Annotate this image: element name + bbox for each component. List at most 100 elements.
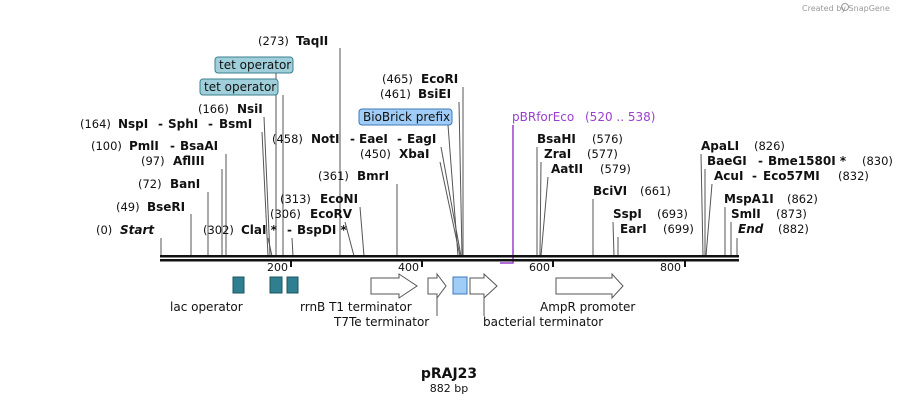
tet-operator-tag-2[interactable]: tet operator (199, 78, 279, 96)
svg-text:(313): (313) (280, 192, 311, 206)
svg-text:AatII: AatII (551, 162, 583, 176)
svg-text:bacterial terminator: bacterial terminator (483, 315, 603, 329)
site-label-acui[interactable]: AcuI - Eco57MI (832) (714, 169, 869, 183)
svg-text:EarI: EarI (620, 222, 647, 236)
site-label-aatii[interactable]: AatII (579) (551, 162, 631, 176)
snapgene-logo-icon (841, 3, 849, 11)
svg-text:tet operator: tet operator (204, 80, 276, 94)
svg-text:EcoNI: EcoNI (320, 192, 358, 206)
svg-text:Eco57MI: Eco57MI (763, 169, 820, 183)
svg-text:PmlI: PmlI (129, 139, 159, 153)
svg-text:BsaAI: BsaAI (180, 139, 218, 153)
site-label-clai[interactable]: (302) ClaI * - BspDI * (203, 223, 347, 237)
svg-text:NsiI: NsiI (237, 102, 263, 116)
svg-text:BciVI: BciVI (593, 184, 627, 198)
site-label-afliii[interactable]: (97) AflIII (141, 154, 205, 168)
feature-rrnb-t1-terminator[interactable]: rrnB T1 terminator (300, 273, 418, 314)
svg-text:(576): (576) (592, 132, 623, 146)
site-label-smli[interactable]: SmlI (873) (731, 207, 807, 221)
feature-biobrick-prefix[interactable] (452, 276, 468, 295)
svg-text:(693): (693) (657, 207, 688, 221)
site-label-baegi[interactable]: BaeGI - Bme1580I * (830) (707, 154, 893, 168)
site-label-bcivi[interactable]: BciVI (661) (593, 184, 671, 198)
site-label-zrai[interactable]: ZraI (577) (544, 147, 618, 161)
svg-text:-: - (350, 132, 355, 146)
feature-lac-operator[interactable]: lac operator (170, 276, 245, 314)
site-label-ecori[interactable]: (465) EcoRI (382, 72, 458, 86)
svg-text:Start: Start (120, 223, 155, 237)
svg-text:ApaLI: ApaLI (701, 139, 739, 153)
site-label-mspa1i[interactable]: MspA1I (862) (724, 192, 818, 206)
svg-text:(100): (100) (91, 139, 122, 153)
site-label-bsiei[interactable]: (461) BsiEI (380, 87, 451, 101)
svg-text:ClaI *: ClaI * (241, 223, 278, 237)
site-label-sspi[interactable]: SspI (693) (613, 207, 688, 221)
svg-text:(97): (97) (141, 154, 165, 168)
svg-text:(699): (699) (663, 222, 694, 236)
svg-text:TaqII: TaqII (296, 34, 328, 48)
svg-text:(273): (273) (258, 34, 289, 48)
svg-text:(465): (465) (382, 72, 413, 86)
svg-text:tet operator: tet operator (219, 58, 291, 72)
site-label-noti[interactable]: (458) NotI - EaeI - EagI (272, 132, 436, 146)
site-label-xbai[interactable]: (450) XbaI (360, 147, 429, 161)
feature-tet-operator-2[interactable] (286, 276, 299, 294)
tet-operator-tag-1[interactable]: tet operator (214, 56, 294, 74)
site-label-apali[interactable]: ApaLI (826) (701, 139, 785, 153)
svg-text:BaeGI: BaeGI (707, 154, 747, 168)
svg-text:XbaI: XbaI (399, 147, 429, 161)
site-label-bseri[interactable]: (49) BseRI (116, 200, 185, 214)
site-label-nsii[interactable]: (166) NsiI (198, 102, 263, 116)
svg-text:(458): (458) (272, 132, 303, 146)
tick-400: 400 (398, 261, 419, 274)
plasmid-length: 882 bp (430, 382, 468, 395)
svg-text:(461): (461) (380, 87, 411, 101)
svg-text:(450): (450) (360, 147, 391, 161)
biobrick-prefix-tag[interactable]: BioBrick prefix (358, 108, 453, 126)
svg-text:-: - (158, 117, 163, 131)
svg-text:SspI: SspI (613, 207, 642, 221)
svg-text:-: - (758, 154, 763, 168)
site-label-eari[interactable]: EarI (699) (620, 222, 694, 236)
svg-text:T7Te terminator: T7Te terminator (333, 315, 429, 329)
svg-text:rrnB T1 terminator: rrnB T1 terminator (300, 300, 412, 314)
ruler: 200 400 600 800 (267, 261, 686, 274)
site-label-taqii[interactable]: (273) TaqII (258, 34, 328, 48)
site-label-start[interactable]: (0) Start (96, 223, 155, 237)
site-label-ecorv[interactable]: (306) EcoRV (270, 207, 353, 221)
svg-text:AcuI: AcuI (714, 169, 743, 183)
svg-text:(361): (361) (318, 169, 349, 183)
svg-text:BseRI: BseRI (147, 200, 185, 214)
feature-bacterial-terminator[interactable]: bacterial terminator (469, 272, 603, 329)
svg-text:BioBrick prefix: BioBrick prefix (363, 110, 450, 124)
svg-text:(661): (661) (640, 184, 671, 198)
site-label-end[interactable]: End (882) (738, 222, 809, 236)
feature-t7te-terminator[interactable]: T7Te terminator (333, 272, 447, 329)
svg-text:-: - (287, 223, 292, 237)
svg-text:Bme1580I *: Bme1580I * (768, 154, 847, 168)
svg-text:(862): (862) (787, 192, 818, 206)
site-label-bsahi[interactable]: BsaHI (576) (537, 132, 623, 146)
feature-tet-operator-1[interactable] (269, 276, 283, 294)
site-label-bani[interactable]: (72) BanI (138, 177, 200, 191)
site-label-pmli[interactable]: (100) PmlI - BsaAI (91, 139, 218, 153)
dna-backbone (160, 255, 739, 262)
feature-ampr-promoter[interactable]: AmpR promoter (540, 272, 635, 314)
svg-text:(577): (577) (587, 147, 618, 161)
svg-text:BsmI: BsmI (219, 117, 252, 131)
svg-text:NspI: NspI (118, 117, 148, 131)
site-label-nspi[interactable]: (164) NspI - SphI - BsmI (80, 117, 252, 131)
svg-text:NotI: NotI (311, 132, 340, 146)
tick-800: 800 (660, 261, 681, 274)
svg-text:MspA1I: MspA1I (724, 192, 774, 206)
svg-text:-: - (752, 169, 757, 183)
tick-600: 600 (529, 261, 550, 274)
site-label-econi[interactable]: (313) EcoNI (280, 192, 358, 206)
primer-pbrforeco[interactable]: pBRforEco (520 .. 538) (500, 110, 655, 264)
svg-text:EagI: EagI (407, 132, 436, 146)
site-label-bmri[interactable]: (361) BmrI (318, 169, 389, 183)
plasmid-name: pRAJ23 (421, 366, 477, 382)
svg-text:BsaHI: BsaHI (537, 132, 576, 146)
svg-text:EcoRI: EcoRI (421, 72, 458, 86)
